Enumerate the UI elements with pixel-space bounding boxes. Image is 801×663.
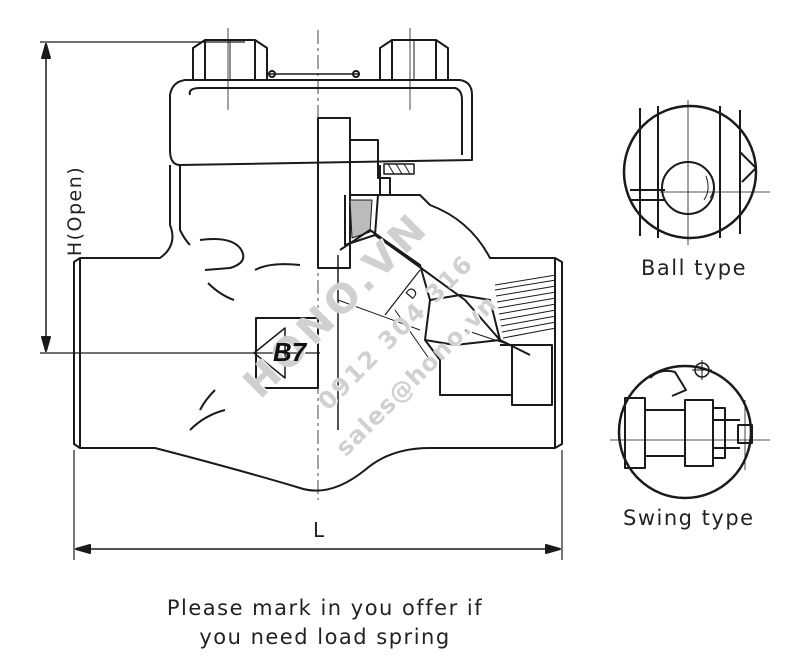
bonnet-cover	[169, 70, 473, 166]
spring-note: Please mark in you offer if you need loa…	[0, 594, 650, 652]
marker-b7	[253, 317, 319, 389]
marker-label: B7	[273, 337, 307, 367]
height-label: H(Open)	[64, 165, 87, 257]
length-label: L	[313, 518, 326, 542]
valve-body	[73, 165, 563, 492]
ball-type-label: Ball type	[641, 256, 748, 280]
ball-type-detail	[622, 100, 770, 245]
bonnet-bolt-right	[379, 28, 449, 110]
bonnet-bolt-left	[192, 28, 268, 110]
swing-type-detail	[610, 360, 770, 500]
svg-text:D: D	[402, 284, 421, 302]
section-view: D	[317, 117, 557, 430]
length-dimension	[73, 450, 563, 560]
swing-type-label: Swing type	[623, 506, 755, 530]
note-line-2: you need load spring	[199, 625, 451, 649]
height-dimension	[40, 41, 320, 354]
note-line-1: Please mark in you offer if	[166, 596, 484, 620]
